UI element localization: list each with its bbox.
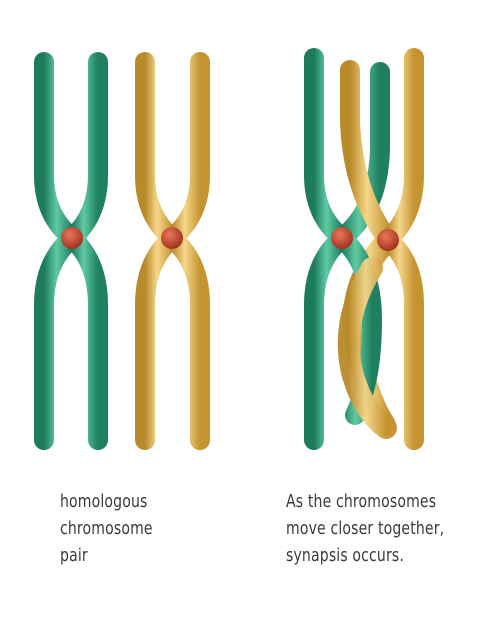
gold-chromatid-lower-right bbox=[162, 228, 210, 450]
green-chromosome-left bbox=[34, 52, 108, 450]
green-chromatid-upper-left bbox=[34, 52, 82, 248]
caption-line: As the chromosomes bbox=[286, 491, 437, 512]
centromere-green-right bbox=[331, 227, 353, 249]
caption-line: pair bbox=[60, 545, 88, 566]
green-chromatid-lower-right bbox=[62, 228, 108, 450]
caption-line: move closer together, bbox=[286, 518, 445, 539]
gold-chromatid-upper-right bbox=[162, 52, 210, 248]
gold-chromatid-upper-right-synapsis bbox=[378, 48, 424, 250]
caption-line: synapsis occurs. bbox=[286, 545, 405, 566]
homologous-chromosome-pair bbox=[34, 52, 210, 450]
caption-line: chromosome bbox=[60, 518, 153, 539]
green-chromatid-upper-right bbox=[62, 52, 108, 248]
gold-chromatid-upper-left bbox=[135, 52, 182, 248]
gold-chromatid-upper-left-synapsis bbox=[340, 60, 398, 250]
gold-chromatid-front-twist bbox=[337, 257, 397, 439]
green-chromatid-upper-left-synapsis bbox=[304, 48, 352, 248]
centromere-green-left bbox=[61, 227, 83, 249]
caption-synapsis: As the chromosomes move closer together,… bbox=[286, 488, 444, 569]
synapsis-chromosomes bbox=[304, 48, 424, 450]
green-chromatid-lower-left bbox=[34, 228, 82, 450]
caption-homologous-pair: homologous chromosome pair bbox=[60, 488, 153, 569]
centromere-gold-right bbox=[377, 229, 399, 251]
gold-chromatid-lower-left bbox=[135, 228, 182, 450]
gold-chromosome-left bbox=[135, 52, 210, 450]
caption-line: homologous bbox=[60, 491, 148, 512]
gold-chromatid-lower-right-synapsis bbox=[378, 230, 424, 450]
centromere-gold-left bbox=[161, 227, 183, 249]
